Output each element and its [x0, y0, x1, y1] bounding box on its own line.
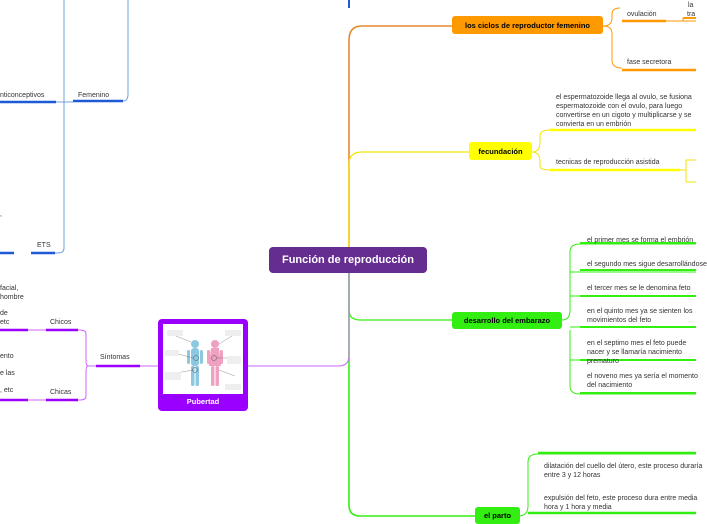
branch-ciclos-label: los ciclos de reproductor femenino [464, 20, 591, 30]
branch-parto-label: el parto [483, 511, 512, 520]
ciclos-fase-secretora[interactable]: fase secretora [627, 59, 672, 66]
left-chicas[interactable]: Chicas [50, 389, 72, 396]
parto-item-1[interactable]: dilatación del cuello del útero, este pr… [544, 463, 703, 479]
ciclos-fragment-1: la [688, 2, 694, 9]
branch-fecundacion[interactable]: fecundación [469, 142, 532, 160]
body-illustration-icon [165, 330, 241, 390]
branch-embarazo-label: desarrollo del embarazo [463, 316, 551, 325]
embarazo-item-5[interactable]: en el septimo mes el feto puede nacer y … [587, 340, 687, 365]
ciclos-fragment-2: tra [687, 11, 696, 18]
branch-parto[interactable]: el parto [475, 507, 520, 524]
left-ets[interactable]: ETS [37, 242, 51, 249]
left-sintomas[interactable]: Síntomas [100, 354, 130, 361]
ciclos-ovulacion[interactable]: ovulación [627, 11, 657, 18]
parto-item-2[interactable]: expulsión del feto, este proceso dura en… [544, 495, 698, 511]
left-fragment-hombre: hombre [0, 294, 24, 301]
fecundacion-description[interactable]: el espermatozoide llega al ovulo, se fus… [556, 94, 692, 128]
left-fragment-comma: , [0, 211, 2, 218]
left-fragment-ento: ento [0, 353, 14, 360]
central-topic[interactable]: Función de reproducción [269, 247, 427, 273]
branch-fecundacion-label: fecundación [478, 146, 523, 156]
pubertad-node[interactable]: Pubertad [158, 319, 248, 411]
fecundacion-tecnicas[interactable]: tecnicas de reproducción asistida [556, 159, 660, 166]
embarazo-item-6[interactable]: el noveno mes ya sería el momento del na… [587, 373, 698, 389]
left-fragment-de: de [0, 310, 8, 317]
embarazo-item-3[interactable]: el tercer mes se le denomina feto [587, 285, 691, 292]
left-fragment-etc: etc [0, 319, 10, 326]
branch-embarazo[interactable]: desarrollo del embarazo [452, 312, 562, 329]
branch-ciclos[interactable]: los ciclos de reproductor femenino [452, 16, 603, 34]
left-femenino[interactable]: Femenino [78, 92, 110, 99]
embarazo-item-2[interactable]: el segundo mes sigue desarrollándose [587, 261, 707, 268]
left-fragment-etc2: , etc [0, 387, 14, 394]
left-chicos[interactable]: Chicos [50, 319, 72, 326]
left-anticonceptivos[interactable]: nticonceptivos [0, 92, 45, 99]
central-topic-label: Función de reproducción [281, 254, 414, 266]
left-fragment-e-las: e las [0, 370, 15, 377]
mind-map-connectors [0, 0, 696, 517]
embarazo-item-1[interactable]: el primer mes se forma el embrión [587, 237, 694, 244]
left-fragment-facial: facial, [0, 285, 19, 292]
embarazo-item-4[interactable]: en el quinto mes ya se sienten los movim… [587, 308, 693, 324]
pubertad-label: Pubertad [186, 397, 220, 406]
pubertad-image [163, 324, 243, 394]
